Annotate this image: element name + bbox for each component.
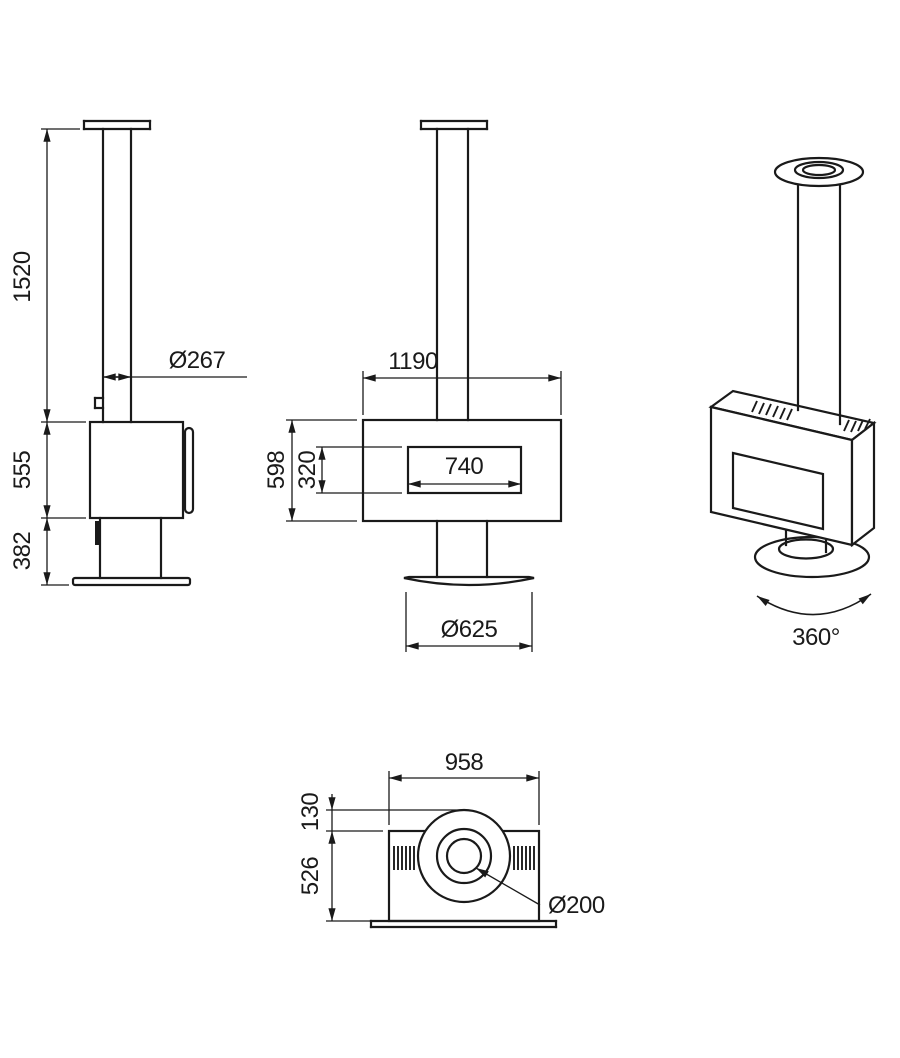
front-window	[406, 445, 523, 495]
dim-label-pedestal-height: 382	[9, 532, 36, 571]
dim-label-body-height: 555	[9, 451, 36, 490]
dim-label-window-width: 740	[445, 453, 484, 480]
persp-vent-slots	[751, 400, 871, 433]
front-dimension-lines	[286, 371, 562, 652]
side-stove-body	[71, 420, 195, 587]
dim-label-pipe-diameter: Ø267	[169, 347, 226, 374]
top-flue-pipe-inner	[445, 837, 483, 875]
dim-label-front-body-height: 598	[263, 451, 290, 490]
side-flue-pipe	[82, 119, 152, 424]
persp-flue-opening	[801, 163, 837, 177]
dim-label-collar-overhang: 130	[297, 793, 324, 832]
side-base-plate	[71, 576, 192, 587]
rotation-arrow	[756, 593, 872, 616]
persp-flue-pipe	[796, 182, 842, 426]
dim-label-body-depth: 526	[297, 857, 324, 896]
top-dimension-lines	[326, 771, 541, 922]
side-control-lever	[95, 521, 101, 545]
side-dimension-lines	[41, 128, 247, 586]
persp-side-face	[850, 420, 876, 548]
dim-label-base-diameter: Ø625	[441, 616, 498, 643]
persp-stove-body	[708, 389, 877, 548]
perspective-view: 360°	[708, 156, 877, 651]
persp-window	[731, 451, 825, 531]
front-view: 1190 598 320 740 Ø625	[263, 119, 563, 652]
front-base-disc	[403, 575, 535, 587]
front-flue-pipe	[419, 119, 489, 422]
dim-label-flue-diameter: Ø200	[548, 892, 605, 919]
side-view: 1520 555 382 Ø267	[9, 119, 247, 587]
rotation-label: 360°	[792, 624, 840, 651]
front-stove-body	[361, 418, 563, 587]
side-door-panel	[183, 426, 195, 515]
dim-label-window-height: 320	[294, 451, 321, 490]
top-vent-slots	[393, 846, 535, 870]
dim-label-pipe-height: 1520	[9, 251, 36, 303]
top-flue-pipe-outer	[435, 827, 493, 885]
dim-label-front-body-width: 1190	[388, 348, 438, 375]
top-flue-collar	[416, 808, 512, 904]
dim-label-top-body-width: 958	[445, 749, 484, 776]
top-view: 130 526 958 Ø200	[297, 749, 605, 929]
persp-base-hub	[777, 538, 835, 560]
persp-pedestal	[784, 529, 828, 554]
